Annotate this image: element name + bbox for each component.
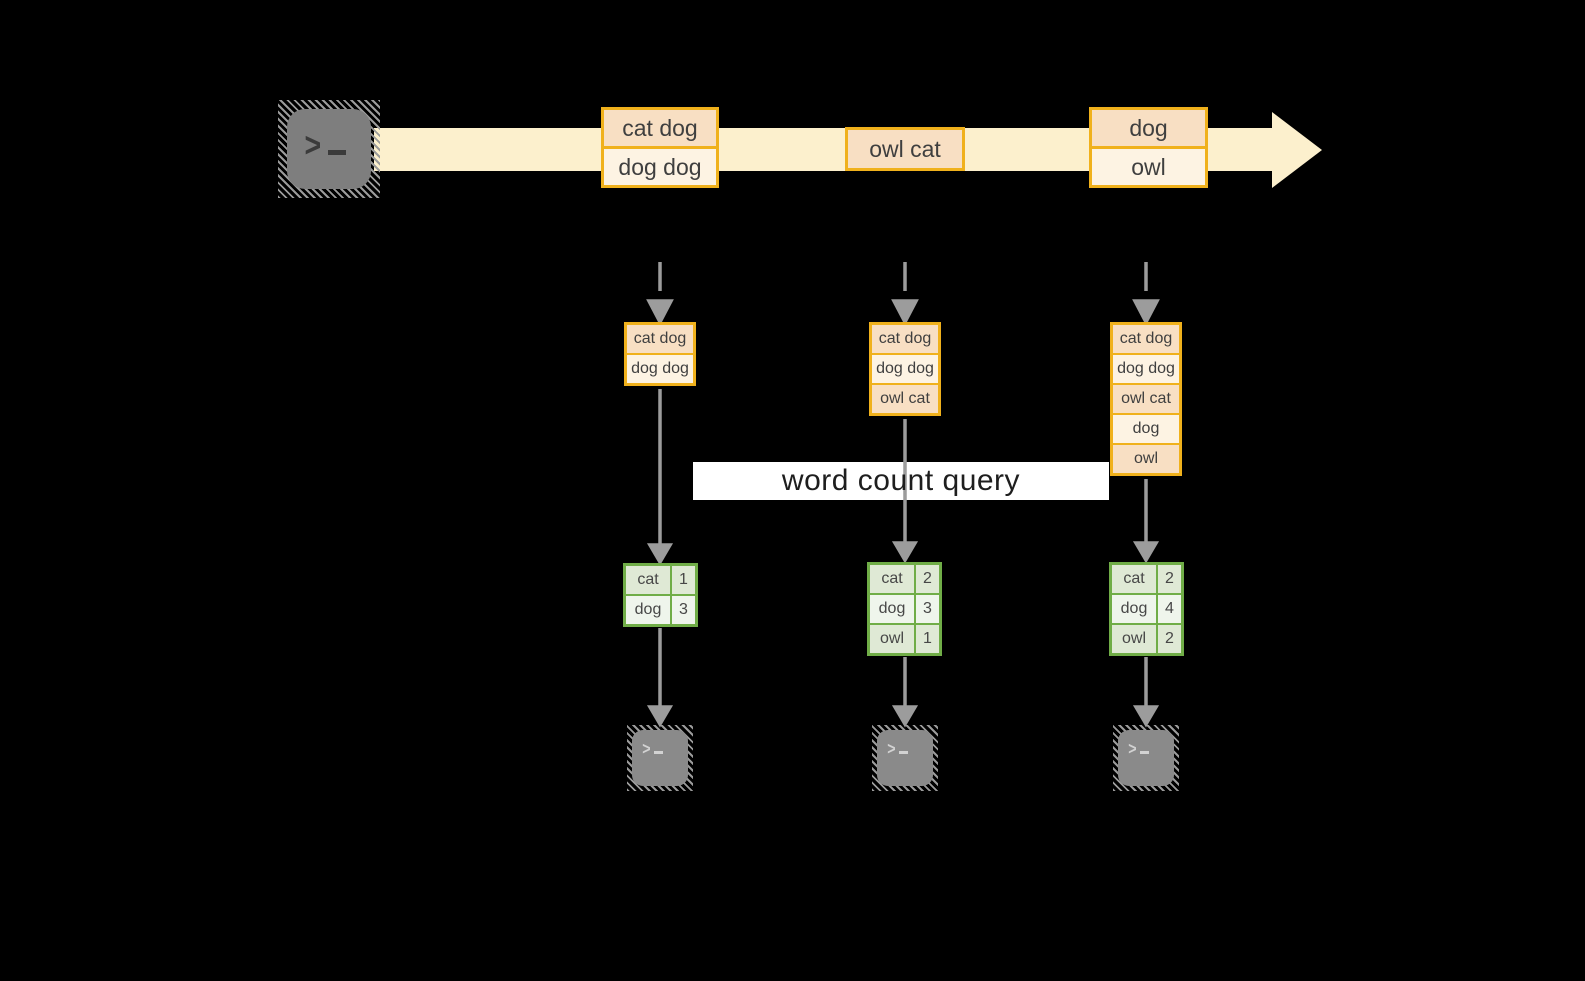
buffer-box-1: cat dog dog dog <box>624 322 696 386</box>
prompt-cursor-icon <box>653 751 663 754</box>
query-arrow-head-1 <box>646 543 674 566</box>
event-row: owl cat <box>848 130 962 168</box>
table-cell-count: 3 <box>916 595 939 623</box>
buffer-row: owl cat <box>1113 385 1179 413</box>
sink-arrow-head-1 <box>646 705 674 728</box>
query-label-band <box>693 462 1109 500</box>
buffer-row: dog <box>1113 415 1179 443</box>
drop-arrow-head-3 <box>1132 299 1160 326</box>
table-cell-count: 3 <box>672 596 695 624</box>
buffer-row: cat dog <box>627 325 693 353</box>
prompt-chevron-icon: > <box>642 739 651 760</box>
prompt-chevron-icon: > <box>1128 739 1137 760</box>
sink-terminal-icon-2: > <box>872 725 938 791</box>
buffer-row: cat dog <box>872 325 938 353</box>
prompt-cursor-icon <box>1139 751 1149 754</box>
event-row: cat dog <box>604 110 716 146</box>
sink-terminal-icon-1: > <box>627 725 693 791</box>
event-row: owl <box>1092 149 1205 185</box>
table-cell-count: 1 <box>672 566 695 594</box>
buffer-row: cat dog <box>1113 325 1179 353</box>
table-cell-word: dog <box>1112 595 1156 623</box>
terminal-prompt-icon: > <box>887 739 908 760</box>
event-box-3: dog owl <box>1089 107 1208 188</box>
source-terminal-icon: > <box>278 100 380 198</box>
table-cell-word: cat <box>626 566 670 594</box>
table-cell-word: dog <box>626 596 670 624</box>
table-cell-count: 2 <box>1158 565 1181 593</box>
event-row: dog dog <box>604 149 716 185</box>
buffer-box-3: cat dog dog dog owl cat dog owl <box>1110 322 1182 476</box>
stream-arrow-head <box>1272 112 1322 188</box>
query-arrow-head-2 <box>891 541 919 564</box>
table-cell-count: 2 <box>1158 625 1181 653</box>
terminal-screen: > <box>287 109 371 189</box>
buffer-row: owl <box>1113 445 1179 473</box>
table-cell-word: owl <box>1112 625 1156 653</box>
result-table-3: cat 2 dog 4 owl 2 <box>1109 562 1184 656</box>
event-row: dog <box>1092 110 1205 146</box>
terminal-screen: > <box>632 730 688 786</box>
buffer-row: owl cat <box>872 385 938 413</box>
terminal-screen: > <box>877 730 933 786</box>
terminal-prompt-icon: > <box>304 126 346 165</box>
buffer-box-2: cat dog dog dog owl cat <box>869 322 941 416</box>
sink-arrow-head-3 <box>1132 705 1160 728</box>
prompt-chevron-icon: > <box>887 739 896 760</box>
drop-arrow-head-2 <box>891 299 919 326</box>
terminal-screen: > <box>1118 730 1174 786</box>
buffer-row: dog dog <box>872 355 938 383</box>
table-cell-count: 4 <box>1158 595 1181 623</box>
buffer-row: dog dog <box>1113 355 1179 383</box>
table-cell-word: owl <box>870 625 914 653</box>
terminal-prompt-icon: > <box>642 739 663 760</box>
prompt-cursor-icon <box>898 751 908 754</box>
sink-terminal-icon-3: > <box>1113 725 1179 791</box>
sink-arrow-head-2 <box>891 705 919 728</box>
event-box-2: owl cat <box>845 127 965 171</box>
query-label: word count query <box>781 464 1021 497</box>
result-table-2: cat 2 dog 3 owl 1 <box>867 562 942 656</box>
table-cell-count: 1 <box>916 625 939 653</box>
table-cell-word: cat <box>870 565 914 593</box>
table-cell-count: 2 <box>916 565 939 593</box>
result-table-1: cat 1 dog 3 <box>623 563 698 627</box>
terminal-prompt-icon: > <box>1128 739 1149 760</box>
prompt-chevron-icon: > <box>304 126 322 165</box>
table-cell-word: dog <box>870 595 914 623</box>
drop-arrow-head-1 <box>646 299 674 326</box>
prompt-cursor-icon <box>327 150 346 155</box>
event-box-1: cat dog dog dog <box>601 107 719 188</box>
table-cell-word: cat <box>1112 565 1156 593</box>
query-arrow-head-3 <box>1132 541 1160 564</box>
buffer-row: dog dog <box>627 355 693 383</box>
